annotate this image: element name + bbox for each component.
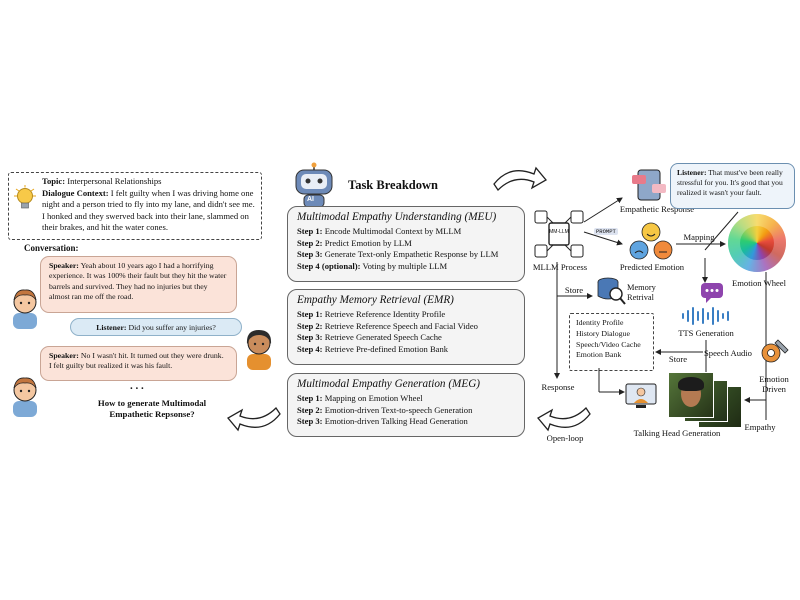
database-search-icon bbox=[596, 276, 626, 311]
speaker-role-2: Speaker: bbox=[49, 351, 79, 360]
conversation-title: Conversation: bbox=[24, 243, 79, 253]
curved-arrow-icon-3 bbox=[537, 406, 591, 432]
predicted-emotion-label: Predicted Emotion bbox=[619, 262, 685, 272]
store-label-2: Store bbox=[668, 354, 688, 364]
empathy-label: Empathy bbox=[744, 422, 776, 432]
info-item: Identity Profile bbox=[576, 318, 624, 327]
context-text: Topic: Interpersonal Relationships Dialo… bbox=[42, 176, 257, 234]
emr-step: Step 4: Retrieve Pre-defined Emotion Ban… bbox=[297, 343, 449, 354]
meg-step: Step 1: Mapping on Emotion Wheel bbox=[297, 393, 423, 403]
response-label: Response bbox=[541, 382, 575, 392]
conversation-ellipsis: . . . bbox=[130, 380, 144, 392]
monitor-person-icon bbox=[624, 382, 658, 417]
emr-panel: Empathy Memory Retrieval (EMR) Step 1: R… bbox=[287, 289, 525, 365]
speech-bubble-icon bbox=[700, 282, 724, 309]
info-item: Speech/Video Cache bbox=[576, 339, 641, 349]
emr-step: Step 1: Retrieve Reference Identity Prof… bbox=[297, 309, 446, 319]
meg-step: Step 3: Emotion-driven Talking Head Gene… bbox=[297, 416, 468, 427]
listener-bubble: Listener: Did you suffer any injuries? bbox=[70, 318, 242, 336]
emotion-wheel-icon bbox=[728, 214, 786, 272]
store-label: Store bbox=[564, 285, 584, 295]
open-loop-label: Open-loop bbox=[546, 433, 584, 443]
task-breakdown-title: Task Breakdown bbox=[348, 178, 438, 192]
listener-response-role: Listener: bbox=[677, 168, 707, 177]
meg-step: Step 2: Emotion-driven Text-to-speech Ge… bbox=[297, 404, 473, 415]
speaker-avatar-2 bbox=[8, 373, 42, 422]
topic-value: Interpersonal Relationships bbox=[67, 176, 162, 186]
dialogue-label: Dialogue Context: bbox=[42, 187, 109, 198]
emotion-wheel-label: Emotion Wheel bbox=[731, 278, 787, 288]
speaker-bubble-1: Speaker: Yeah about 10 years ago I had a… bbox=[40, 256, 237, 313]
tts-generation-label: TTS Generation bbox=[678, 328, 734, 338]
meu-step: Step 3: Generate Text-only Empathetic Re… bbox=[297, 249, 499, 260]
meu-title: Multimodal Empathy Understanding (MEU) bbox=[297, 211, 497, 223]
emr-step: Step 2: Retrieve Reference Speech and Fa… bbox=[297, 320, 478, 331]
meu-step: Step 4 (optional): Voting by multiple LL… bbox=[297, 260, 448, 271]
meg-title: Multimodal Empathy Generation (MEG) bbox=[297, 378, 481, 390]
dialogue-value: I felt guilty when I was driving home on… bbox=[42, 187, 255, 233]
chat-phone-icon bbox=[630, 168, 670, 207]
speaker-text-2: No I wasn't hit. It turned out they were… bbox=[49, 351, 224, 371]
context-box bbox=[8, 172, 262, 240]
listener-text: Did you suffer any injuries? bbox=[128, 323, 216, 332]
curved-arrow-icon bbox=[493, 166, 547, 192]
speaker-bubble-2: Speaker: No I wasn't hit. It turned out … bbox=[40, 346, 237, 381]
gear-tools-icon bbox=[758, 336, 790, 373]
lightbulb-icon bbox=[14, 185, 36, 220]
mapping-label: Mapping bbox=[683, 232, 715, 242]
mllm-chip-label: MM-LLM bbox=[549, 229, 569, 235]
emotion-driven-label: Emotion Driven bbox=[759, 374, 789, 394]
speech-audio-label: Speech Audio bbox=[704, 348, 752, 358]
emr-step: Step 3: Retrieve Generated Speech Cache bbox=[297, 332, 442, 343]
question-text: How to generate Multimodal Empathetic Re… bbox=[97, 398, 207, 419]
empathetic-response-label: Empathetic Response bbox=[619, 204, 695, 214]
memory-retrieval-label: Memory Retrival bbox=[627, 283, 656, 302]
meu-step: Step 2: Predict Emotion by LLM bbox=[297, 237, 412, 248]
video-frames bbox=[668, 372, 742, 428]
listener-response-box: Listener: That must've been really stres… bbox=[670, 163, 795, 209]
listener-avatar bbox=[242, 326, 276, 375]
meu-step: Step 1: Encode Multimodal Context by MLL… bbox=[297, 226, 462, 236]
meg-panel: Multimodal Empathy Generation (MEG) Step… bbox=[287, 373, 525, 437]
prompt-tag: PROMPT bbox=[594, 228, 618, 235]
curved-arrow-icon-2 bbox=[227, 406, 281, 432]
speaker-text: Yeah about 10 years ago I had a horrifyi… bbox=[49, 261, 227, 302]
speaker-role: Speaker: bbox=[49, 261, 79, 270]
info-item: History Dialogue bbox=[576, 328, 630, 338]
memory-info-box: Identity Profile History Dialogue Speech… bbox=[569, 313, 654, 371]
emr-title: Empathy Memory Retrieval (EMR) bbox=[297, 294, 454, 306]
topic-label: Topic: bbox=[42, 176, 66, 186]
sound-wave-icon bbox=[680, 306, 734, 331]
speaker-avatar bbox=[8, 285, 42, 334]
mllm-icon bbox=[533, 209, 585, 264]
talking-head-label: Talking Head Generation bbox=[633, 428, 721, 438]
robot-ai-label: AI bbox=[307, 196, 314, 203]
listener-response-text: That must've been really stressful for y… bbox=[677, 168, 783, 197]
meu-panel: Multimodal Empathy Understanding (MEU) S… bbox=[287, 206, 525, 282]
robot-icon bbox=[291, 162, 337, 213]
info-item: Emotion Bank bbox=[576, 350, 622, 360]
emotion-faces-icon bbox=[628, 222, 674, 267]
mllm-process-label: MLLM Process bbox=[532, 262, 588, 272]
listener-role: Listener: bbox=[96, 323, 127, 332]
